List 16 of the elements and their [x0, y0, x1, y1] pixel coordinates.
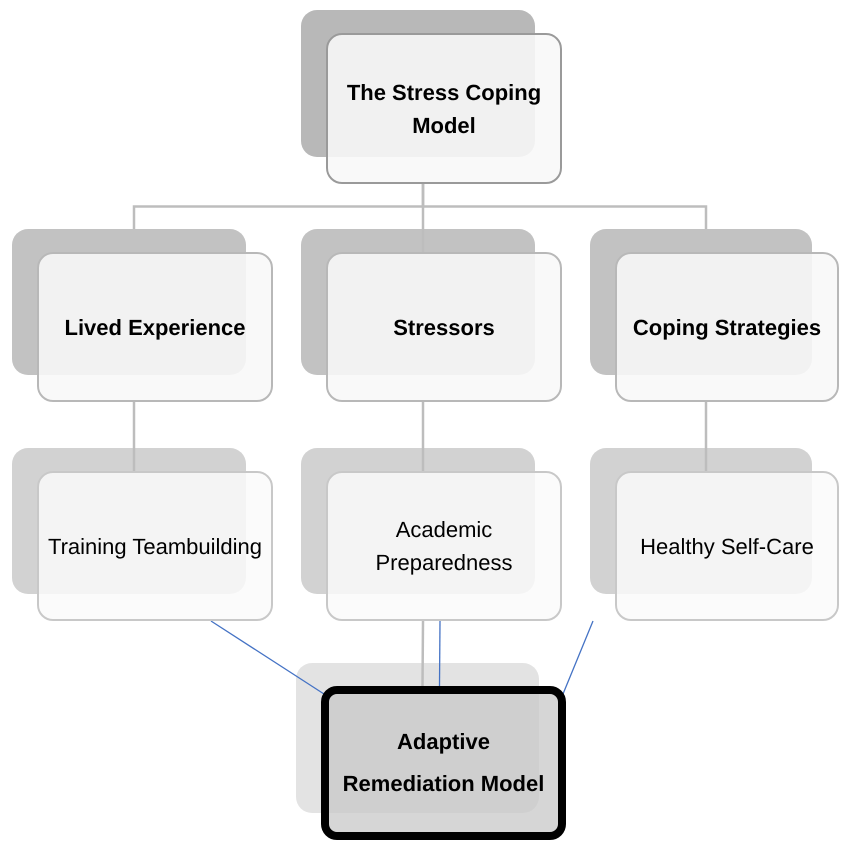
tree-connector [421, 621, 424, 686]
process-box: Adaptive Remediation Model [321, 686, 566, 840]
tree-connector [704, 402, 708, 471]
process-box: Academic Preparedness [326, 471, 562, 621]
tree-connector [132, 402, 136, 471]
process-box: Lived Experience [37, 252, 273, 402]
process-box: Coping Strategies [615, 252, 839, 402]
tree-connector [422, 402, 424, 471]
connector-line [562, 620, 594, 694]
process-box: Stressors [326, 252, 562, 402]
process-box: Training Teambuilding [37, 471, 273, 621]
connector-line [438, 621, 441, 686]
connector-line [210, 620, 324, 695]
process-box: The Stress Coping Model [326, 33, 562, 184]
process-box: Healthy Self-Care [615, 471, 839, 621]
tree-connector [422, 184, 708, 229]
